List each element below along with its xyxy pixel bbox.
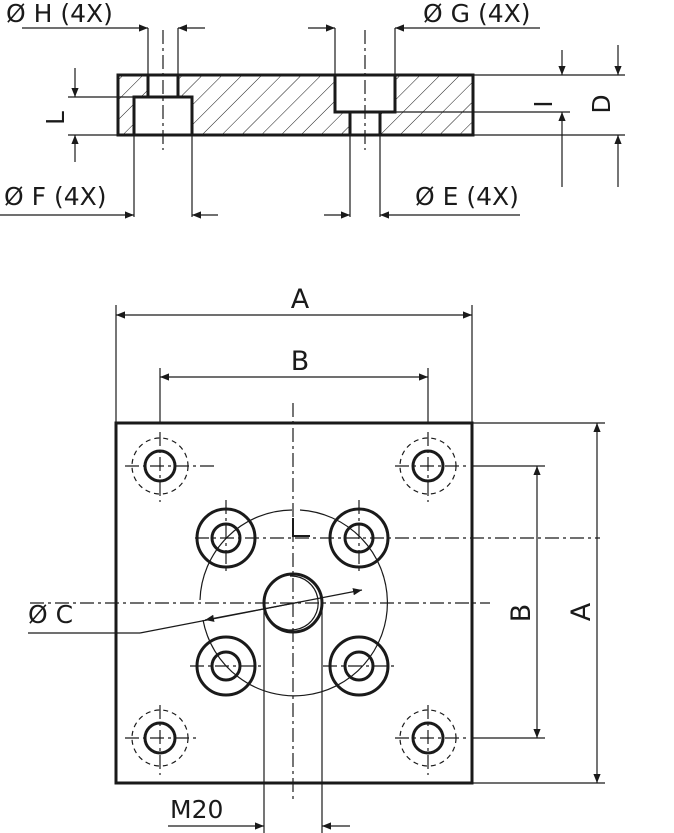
label-c-dia: Ø C [28, 600, 73, 629]
section-outline [116, 73, 475, 137]
label-m20: M20 [170, 795, 223, 824]
counterbore-left-outline [132, 95, 194, 135]
corner-hole-top-left [125, 432, 215, 502]
bolt-hole-lower-right [323, 635, 395, 697]
center-thread-minor [266, 575, 319, 631]
through-right-outline [348, 112, 382, 135]
corner-hole-bottom-right [395, 705, 470, 775]
corner-hole-bottom-left [125, 705, 198, 775]
pcd-circle [199, 509, 388, 697]
section-view: Ø H (4X) Ø G (4X) Ø F (4X) Ø E (4X) L I … [0, 0, 625, 219]
through-left-outline [146, 75, 180, 97]
label-b-vertical: B [506, 604, 537, 623]
label-g-dia: Ø G (4X) [423, 0, 530, 28]
l-marker [292, 518, 310, 537]
label-d-dim: D [587, 94, 616, 113]
corner-hole-top-right [395, 432, 470, 502]
label-e-dia: Ø E (4X) [415, 182, 519, 211]
plan-view: Ø C A B B A M20 [28, 284, 605, 833]
label-f-dia: Ø F (4X) [4, 182, 107, 211]
label-a-vertical: A [566, 602, 597, 621]
label-i-dim: I [529, 100, 558, 107]
label-a-horizontal: A [291, 284, 310, 315]
label-l-dim: L [41, 111, 70, 125]
bolt-hole-lower-left [190, 635, 262, 697]
label-b-horizontal: B [291, 346, 310, 377]
bolt-hole-upper-right [328, 500, 390, 575]
leader-c-arrow-start [204, 601, 301, 622]
label-h-dia: Ø H (4X) [6, 0, 113, 28]
bolt-hole-upper-left [195, 500, 257, 575]
